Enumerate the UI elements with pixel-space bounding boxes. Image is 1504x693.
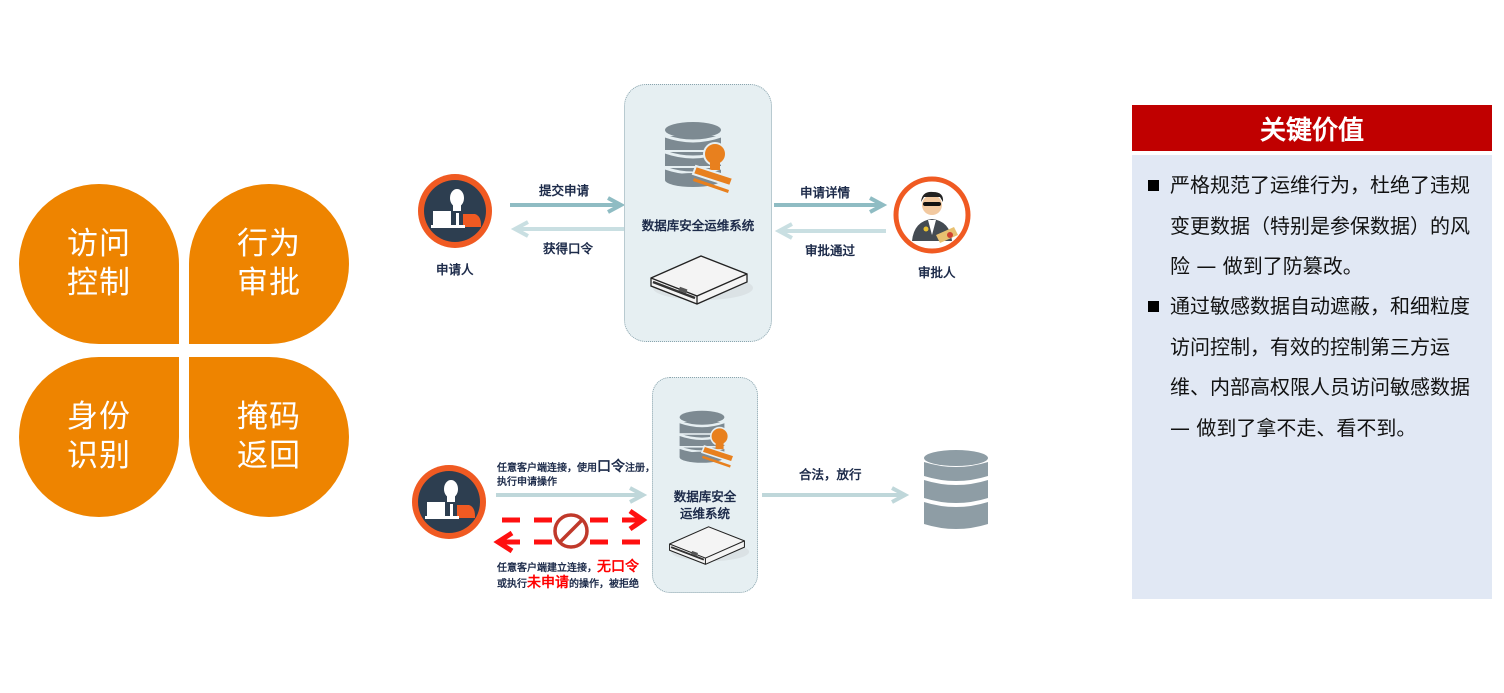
petal-identity: 身份识别: [19, 357, 179, 517]
pass-label: 合法，放行: [799, 467, 862, 482]
key-value-item: 严格规范了运维行为，杜绝了违规变更数据（特别是参保数据）的风险 — 做到了防篡改…: [1148, 165, 1473, 287]
denied-text-part3: 的操作，被拒绝: [569, 579, 639, 590]
petal-label-line: 身份: [67, 399, 131, 435]
allowed-text-part2: 注册，: [625, 463, 655, 474]
client-user-icon: [412, 465, 486, 539]
denied-connection-text: 任意客户端建立连接，无口令 或执行未申请的操作，被拒绝: [497, 560, 639, 592]
denied-text-part1: 任意客户端建立连接，: [497, 563, 597, 574]
applicant-icon: [418, 174, 492, 248]
key-value-item: 通过敏感数据自动遮蔽，和细粒度访问控制，有效的控制第三方运维、内部高权限人员访问…: [1148, 286, 1473, 448]
approver-label: 审批人: [918, 265, 956, 280]
details-arrow-icon: [774, 196, 888, 214]
database-stamp-icon-2: [678, 409, 736, 469]
prohibited-icon: [553, 513, 589, 549]
token-return-arrow-icon: [510, 220, 626, 238]
request-details-label: 申请详情: [800, 185, 851, 200]
database-stamp-icon: [663, 120, 735, 195]
submit-request-label: 提交申请: [539, 183, 590, 198]
petal-label-line: 返回: [237, 438, 301, 474]
petal-label-line: 访问: [67, 226, 131, 262]
allowed-text-line2: 执行申请操作: [497, 477, 557, 488]
server-appliance-icon: [649, 254, 755, 306]
square-bullet-icon: [1148, 180, 1159, 191]
key-value-body: 严格规范了运维行为，杜绝了违规变更数据（特别是参保数据）的风险 — 做到了防篡改…: [1132, 155, 1492, 599]
allowed-text-part1: 任意客户端连接，使用: [497, 463, 597, 474]
system-title-line2: 运维系统: [679, 506, 730, 521]
key-value-item-text: 通过敏感数据自动遮蔽，和细粒度访问控制，有效的控制第三方运维、内部高权限人员访问…: [1170, 294, 1470, 440]
unrequested-highlight: 未申请: [527, 575, 569, 591]
petal-label-line: 识别: [67, 438, 131, 474]
denied-text-part2: 或执行: [497, 579, 527, 590]
approved-arrow-icon: [774, 222, 886, 240]
database-icon: [924, 450, 988, 529]
approver-person-icon: [893, 176, 971, 254]
system-title: 数据库安全运维系统: [641, 218, 755, 233]
system-title-2: 数据库安全 运维系统: [652, 488, 758, 522]
square-bullet-icon: [1148, 301, 1159, 312]
allowed-connection-text: 任意客户端连接，使用口令注册， 执行申请操作: [497, 460, 655, 490]
blocked-connection-arrows: [493, 508, 648, 554]
get-token-label: 获得口令: [543, 241, 594, 256]
petal-behavior-approval: 行为审批: [189, 184, 349, 344]
server-appliance-icon-2: [668, 525, 751, 566]
pass-arrow-icon: [762, 486, 910, 504]
petal-label-line: 控制: [67, 265, 131, 301]
submit-arrow-icon: [510, 196, 626, 214]
petal-label-line: 掩码: [237, 399, 301, 435]
petal-access-control: 访问控制: [19, 184, 179, 344]
no-token-highlight: 无口令: [597, 559, 639, 575]
approved-label: 审批通过: [805, 243, 856, 258]
key-value-item-text: 严格规范了运维行为，杜绝了违规变更数据（特别是参保数据）的风险 — 做到了防篡改…: [1170, 173, 1470, 278]
token-highlight: 口令: [597, 459, 625, 475]
petal-label-line: 审批: [237, 265, 301, 301]
petal-label-line: 行为: [237, 226, 301, 262]
key-value-title: 关键价值: [1132, 105, 1492, 151]
system-title-line1: 数据库安全: [673, 489, 737, 504]
allowed-arrow-icon: [496, 486, 648, 504]
petal-mask-return: 掩码返回: [189, 357, 349, 517]
applicant-label: 申请人: [436, 262, 474, 277]
